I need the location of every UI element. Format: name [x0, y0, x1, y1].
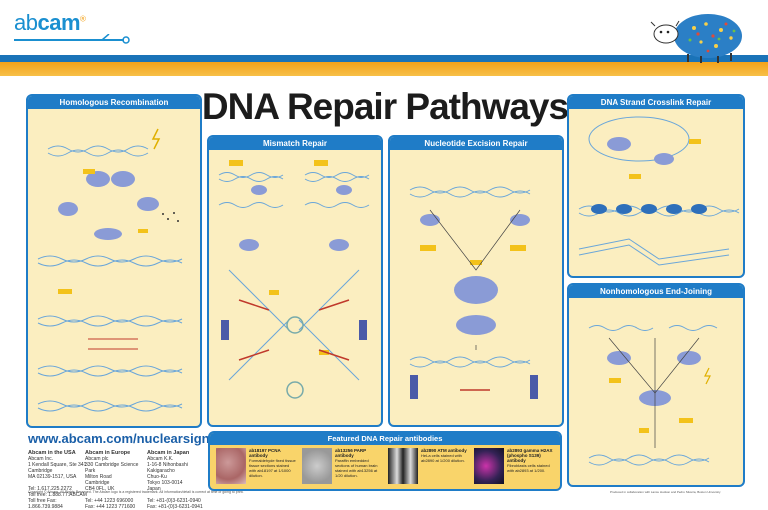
panel-title: Homologous Recombination — [28, 96, 200, 109]
header-stripe-orange — [0, 62, 768, 76]
logo-suffix: cam — [37, 10, 81, 35]
office-line: 1 Kendall Square, Ste 341 — [28, 462, 87, 468]
abcam-logo[interactable]: abcam® — [14, 10, 86, 36]
office-line: MA 02139-1517, USA — [28, 474, 77, 480]
panel-title: DNA Strand Crosslink Repair — [569, 96, 743, 109]
office-line: Tel: 1.617.225.2272 — [28, 486, 72, 492]
office-title: Abcam in Europe — [85, 450, 131, 456]
antibody-item[interactable]: ab2893 gamma H2AX (phospho S139) antibod… — [472, 448, 556, 486]
panel-dna-strand-crosslink-repair: DNA Strand Crosslink Repair — [567, 94, 745, 278]
website-link[interactable]: www.abcam.com/nuclearsignal — [28, 431, 221, 446]
antibody-description: HeLa cells stained with ab2890 at 1/200 … — [421, 453, 465, 463]
panel-mismatch-repair: Mismatch Repair — [207, 135, 383, 427]
antibody-description: Fibroblasts cells stained with ab2893 at… — [507, 463, 550, 473]
office-line: Cambridge — [85, 480, 110, 486]
office-usa: Abcam in the USA Abcam Inc. 1 Kendall Sq… — [28, 450, 88, 510]
logo-prefix: ab — [14, 10, 38, 35]
antibody-stain-image — [474, 448, 504, 484]
office-line: Milton Road — [85, 474, 112, 480]
poster-title: DNA Repair Pathways — [201, 86, 569, 127]
nucleotide-diagram — [409, 186, 538, 399]
office-line: CB4 0FL, UK — [85, 486, 115, 492]
antibody-name: ab2893 gamma H2AX (phospho S139) antibod… — [507, 448, 553, 463]
antibody-name: ab13256 PARP antibody — [335, 448, 367, 458]
logo-registered: ® — [80, 14, 86, 24]
office-line: 1-16-8 Nihonbashi Kakigaracho — [147, 462, 188, 474]
panel-title: Mismatch Repair — [209, 137, 381, 150]
office-line: 330 Cambridge Science Park — [85, 462, 139, 474]
crosslink-diagram — [578, 116, 740, 266]
logo-circuit-icon — [14, 34, 130, 44]
footnote-text: Produced in collaboration with Lance Hud… — [610, 490, 721, 494]
office-line: Tokyo 103-0014 — [147, 480, 183, 486]
featured-heading: Featured DNA Repair antibodies — [210, 433, 560, 445]
office-title: Abcam in Japan — [147, 450, 190, 456]
panel-homologous-recombination: Homologous Recombination — [26, 94, 202, 428]
office-line: Tel: +44 1223 696000 — [85, 498, 134, 504]
antibody-name: ab18197 PCNA antibody — [249, 448, 281, 458]
antibody-description: Formaldehyde fixed tissue tissue section… — [249, 458, 296, 478]
copyright-text: Copyright © Abcam. All Rights Reserved. … — [28, 490, 244, 494]
featured-antibodies-panel: Featured DNA Repair antibodies ab18197 P… — [208, 431, 562, 491]
antibody-description: Paraffin embedded sections of human brai… — [335, 458, 378, 478]
homologous-diagram — [37, 128, 183, 412]
antibody-name: ab2890 ATM antibody — [421, 448, 467, 453]
office-japan: Abcam in Japan Abcam K.K. 1-16-8 Nihonba… — [147, 450, 207, 510]
office-line: Abcam Inc. — [28, 456, 54, 462]
office-europe: Abcam in Europe Abcam plc 330 Cambridge … — [85, 450, 145, 510]
panel-nucleotide-excision-repair: Nucleotide Excision Repair — [388, 135, 564, 427]
office-line: Toll free Fax: 1.866.739.9884 — [28, 498, 63, 510]
office-line: Abcam K.K. — [147, 456, 174, 462]
office-line: Cambridge — [28, 468, 53, 474]
panel-title: Nucleotide Excision Repair — [390, 137, 562, 150]
sheep-mascot-icon — [650, 14, 742, 63]
office-line: Tel: +81-(0)3-6231-0940 — [147, 498, 201, 504]
nhej-diagram — [588, 325, 718, 466]
panel-title: Nonhomologous End-Joining — [569, 285, 743, 298]
office-line: Chuo-Ku — [147, 474, 167, 480]
antibody-stain-image — [216, 448, 246, 484]
panel-nonhomologous-end-joining: Nonhomologous End-Joining — [567, 283, 745, 487]
office-line: Abcam plc — [85, 456, 109, 462]
antibody-stain-image — [388, 448, 418, 484]
antibody-stain-image — [302, 448, 332, 484]
office-line: Toll free: 1.888.77.ABCAM — [28, 492, 87, 498]
office-title: Abcam in the USA — [28, 450, 76, 456]
header-stripe-blue — [0, 55, 768, 62]
office-line: Japan — [147, 486, 161, 492]
mismatch-diagram — [218, 160, 370, 399]
